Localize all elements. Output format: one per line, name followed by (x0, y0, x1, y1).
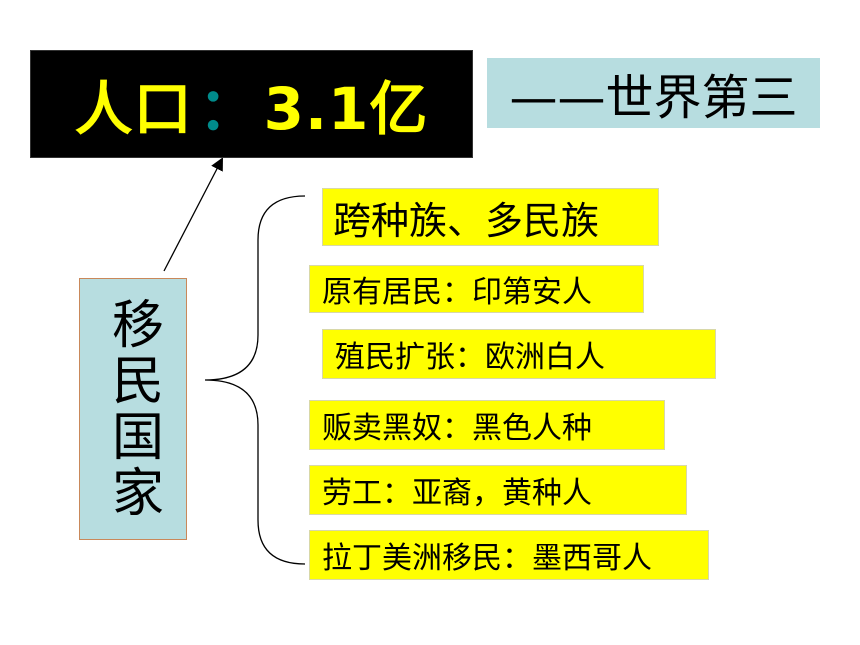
item-latin-migrants: 拉丁美洲移民：墨西哥人 (309, 530, 709, 580)
world-rank-box: ——世界第三 (487, 58, 820, 128)
item-text: 跨种族、多民族 (333, 198, 600, 243)
item-text: 劳工：亚裔，黄种人 (322, 476, 592, 511)
migrant-country-text: 移民国家 (102, 297, 163, 521)
population-value: 3.1亿 (263, 75, 429, 143)
item-asian-laborers: 劳工：亚裔，黄种人 (309, 465, 687, 515)
world-rank-text: ——世界第三 (509, 70, 798, 126)
item-european-whites: 殖民扩张：欧洲白人 (322, 329, 716, 379)
migrant-country-box: 移民国家 (79, 278, 187, 540)
item-multiethnic: 跨种族、多民族 (322, 188, 659, 246)
arrow-line (163, 157, 223, 272)
item-text: 殖民扩张：欧洲白人 (335, 340, 605, 375)
population-title-box: 人口：3.1亿 (30, 50, 473, 158)
population-label: 人口 (74, 75, 193, 143)
curly-brace (204, 195, 306, 565)
population-colon: ： (198, 75, 258, 143)
item-text: 拉丁美洲移民：墨西哥人 (322, 541, 652, 576)
item-text: 贩卖黑奴：黑色人种 (322, 411, 592, 446)
item-african-slaves: 贩卖黑奴：黑色人种 (309, 400, 665, 450)
item-text: 原有居民：印第安人 (322, 275, 592, 310)
item-native-americans: 原有居民：印第安人 (309, 265, 644, 313)
